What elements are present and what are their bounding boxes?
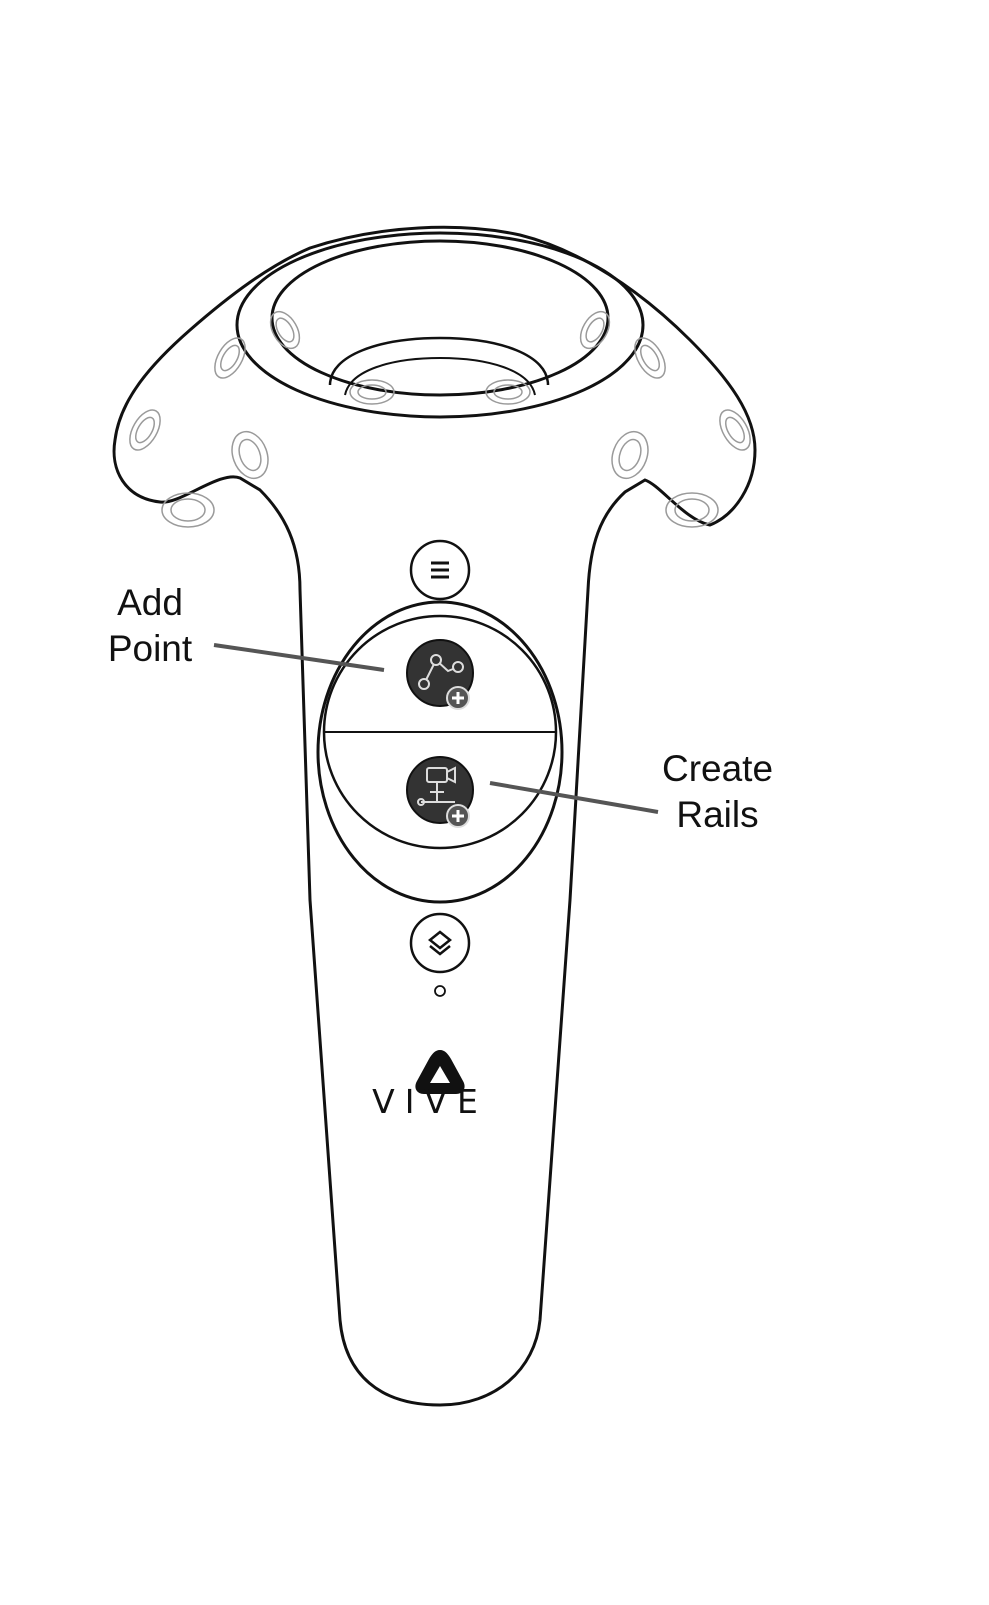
create-rails-label: Create Rails — [650, 746, 785, 838]
plus-badge-icon — [446, 804, 470, 828]
ring-cup — [328, 336, 550, 386]
add-point-label-line2: Point — [107, 628, 193, 669]
sensor-dimple — [665, 492, 719, 528]
sensor-dimple — [170, 498, 206, 522]
menu-icon — [431, 561, 449, 579]
sensor-dimple — [618, 438, 642, 472]
sensor-dimple — [634, 337, 666, 379]
sensor-dimple — [611, 430, 649, 480]
sensor-dimple — [579, 310, 611, 350]
sensor-dimple — [275, 317, 295, 343]
sensor-dimple — [219, 344, 241, 372]
layers-icon — [427, 930, 453, 956]
create-rails-label-line1: Create — [661, 748, 774, 789]
brand-wordmark: VIVE — [372, 1082, 488, 1121]
sensor-dimple — [585, 317, 605, 343]
sensor-dimple — [357, 384, 387, 400]
add-point-button[interactable] — [406, 639, 474, 710]
tracking-ring-outer — [235, 231, 645, 419]
leader-line-create-rails — [489, 781, 659, 814]
sensor-dimple — [349, 379, 395, 405]
sensor-dimple — [493, 384, 523, 400]
tracking-ring-inner — [270, 239, 610, 397]
sensor-dimple — [231, 430, 269, 480]
ring-cup-inner — [344, 356, 536, 396]
create-rails-button[interactable] — [406, 756, 474, 828]
sensor-dimple — [269, 310, 301, 350]
camera-rail-icon — [417, 766, 456, 806]
sensor-dimple — [129, 409, 161, 451]
sensor-dimples — [129, 310, 751, 528]
sensor-dimple — [214, 337, 246, 379]
system-button[interactable] — [409, 912, 471, 974]
sensor-dimple — [238, 438, 262, 472]
create-rails-label-line2: Rails — [676, 794, 759, 835]
vive-logo-icon — [415, 1050, 465, 1094]
sensor-dimple — [485, 379, 531, 405]
sensor-dimple — [161, 492, 215, 528]
menu-button[interactable] — [409, 539, 471, 601]
trackpad-housing — [316, 600, 564, 904]
leader-line-add-point — [213, 643, 385, 672]
add-point-label: Add Point — [92, 580, 208, 672]
plus-badge-icon — [446, 686, 470, 710]
sensor-dimple — [719, 409, 751, 451]
add-point-label-line1: Add — [117, 582, 183, 623]
sensor-dimple — [134, 416, 156, 444]
sensor-dimple — [724, 416, 746, 444]
path-points-icon — [418, 654, 464, 690]
sensor-dimple — [674, 498, 710, 522]
status-led — [434, 985, 446, 997]
sensor-dimple — [639, 344, 661, 372]
